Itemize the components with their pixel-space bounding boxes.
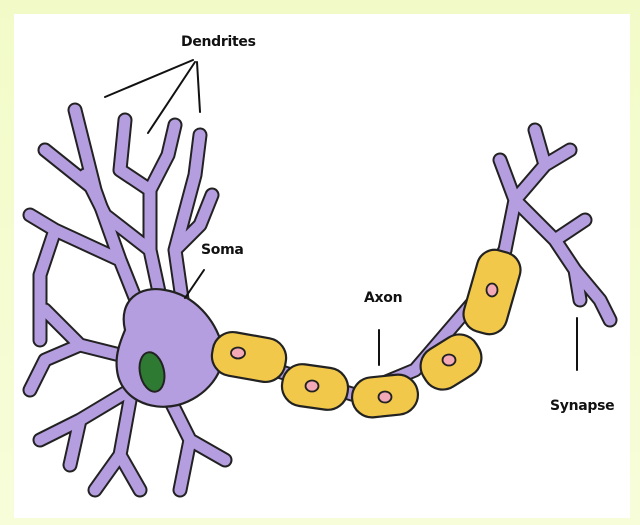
- myelin-sheath: [209, 246, 525, 420]
- soma-body: [117, 289, 223, 407]
- label-axon: Axon: [364, 290, 402, 306]
- label-synapse: Synapse: [550, 398, 614, 414]
- label-soma: Soma: [201, 242, 244, 258]
- dendrites: [30, 110, 610, 490]
- label-dendrites: Dendrites: [181, 34, 256, 50]
